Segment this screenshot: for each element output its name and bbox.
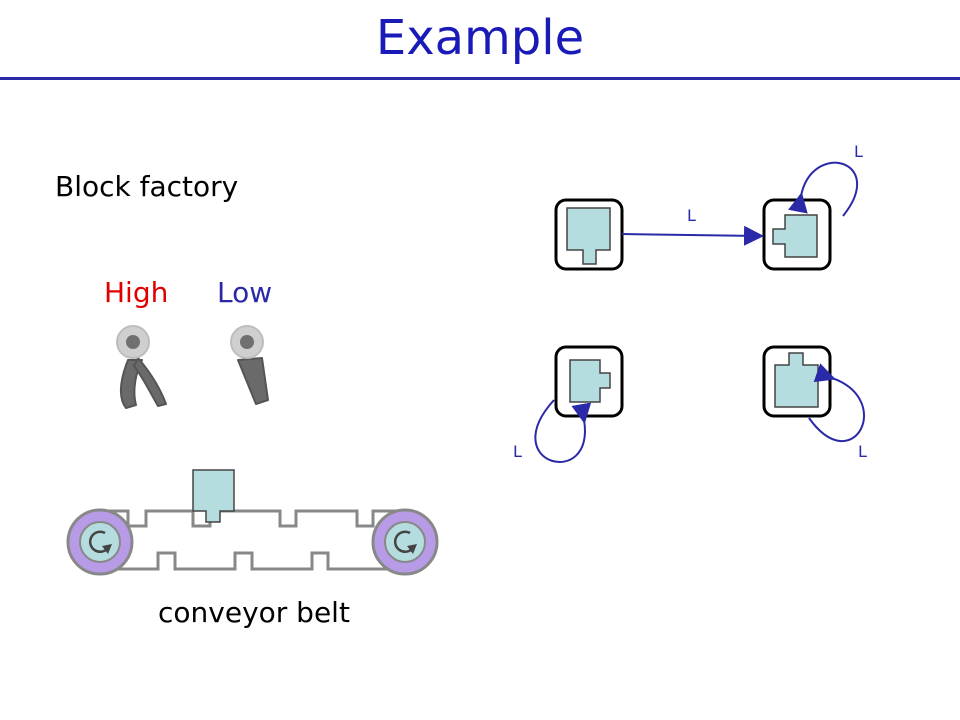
slide-title: Example xyxy=(375,10,585,66)
state-tall xyxy=(554,198,624,271)
state-left-notch xyxy=(762,198,832,271)
transition-label-4: L xyxy=(858,442,867,461)
belt-bottom-edge xyxy=(100,551,405,571)
label-high: High xyxy=(104,276,169,309)
transition-arrow-self-left-notch xyxy=(788,161,858,217)
belt-top-edge xyxy=(100,509,405,528)
belt-block xyxy=(192,469,235,523)
transition-label-2: L xyxy=(854,142,863,161)
gripper-low-icon xyxy=(230,325,269,405)
left-pulley-icon xyxy=(66,508,134,576)
right-pulley-icon xyxy=(371,508,439,576)
gripper-high-icon xyxy=(116,325,167,409)
conveyor-belt xyxy=(66,469,439,576)
subtitle-block-factory: Block factory xyxy=(55,170,239,203)
state-right-notch xyxy=(554,345,624,418)
title-divider xyxy=(0,77,960,80)
transition-label-3: L xyxy=(513,442,522,461)
transition-arrow-tall-to-left-notch xyxy=(621,225,764,246)
transition-label-1: L xyxy=(687,206,696,225)
state-top-tab xyxy=(762,345,832,418)
label-conveyor-belt: conveyor belt xyxy=(158,596,350,629)
label-low: Low xyxy=(217,276,273,309)
transition-arrow-self-right-notch xyxy=(534,399,592,463)
transition-arrow-self-top-tab xyxy=(808,363,866,442)
